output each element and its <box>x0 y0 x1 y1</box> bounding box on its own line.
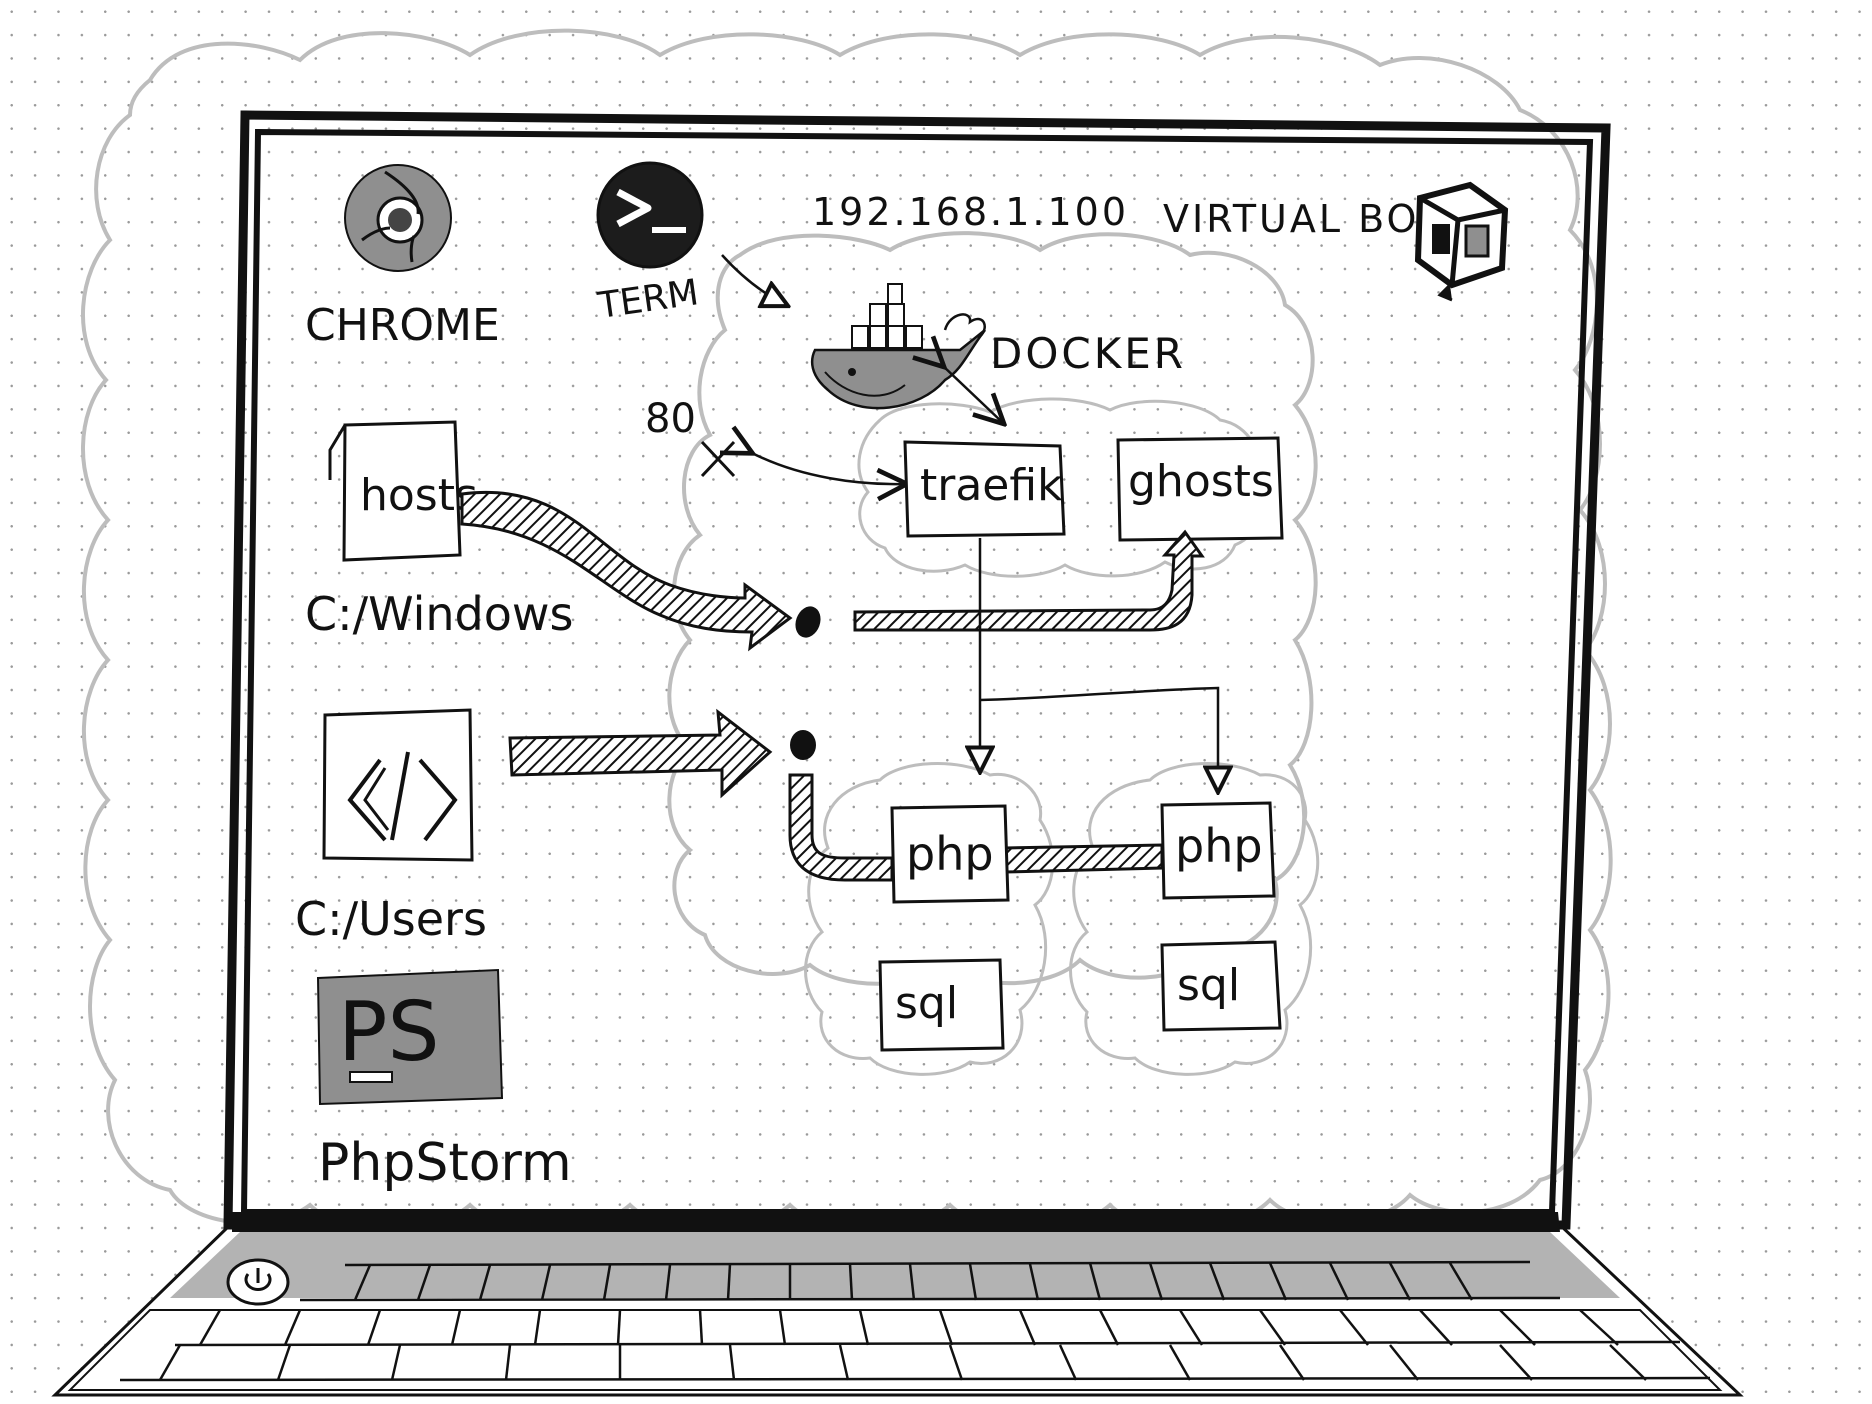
port-cross-icon <box>700 440 736 478</box>
mount-to-ghosts-arrow <box>853 529 1205 632</box>
windows-path-label: C:/Windows <box>305 587 573 641</box>
term-to-docker-arrow <box>721 254 786 305</box>
users-mount-arrow <box>508 708 773 799</box>
php-box-right[interactable]: php <box>1160 801 1276 900</box>
php-php-link <box>1003 843 1164 874</box>
phpstorm-icon[interactable]: PS <box>316 968 504 1106</box>
traefik-box[interactable]: traefik <box>903 440 1066 538</box>
docker-label: DOCKER <box>990 329 1186 378</box>
hosts-file-icon[interactable]: hosts <box>328 420 478 562</box>
docker-whale-icon[interactable] <box>810 283 986 410</box>
terminal-icon[interactable] <box>596 161 704 269</box>
traefik-label: traefik <box>920 460 1063 511</box>
ghosts-label: ghosts <box>1128 456 1274 507</box>
ghosts-box[interactable]: ghosts <box>1116 436 1284 542</box>
users-path-label: C:/Users <box>295 892 487 946</box>
hosts-mount-point <box>795 606 821 638</box>
app-cloud-right <box>1069 762 1320 1076</box>
outer-cloud <box>80 28 1613 1232</box>
ip-label: 192.168.1.100 <box>812 190 1129 234</box>
proxy-cloud <box>857 397 1264 578</box>
power-button-icon[interactable] <box>226 1258 290 1306</box>
mount-to-php-arrow <box>788 773 894 882</box>
hosts-mount-arrow <box>460 490 793 652</box>
term-label: TERM <box>595 272 702 327</box>
sql-right-label: sql <box>1177 960 1240 1011</box>
traefik-routing-lines <box>980 538 1218 790</box>
php-box-left[interactable]: php <box>890 804 1010 904</box>
users-mount-point <box>790 730 816 760</box>
port-traefik-link <box>750 452 904 484</box>
phpstorm-label: PhpStorm <box>318 1133 572 1193</box>
sql-left-label: sql <box>895 978 958 1029</box>
port-label: 80 <box>645 396 696 442</box>
php-left-label: php <box>906 827 994 881</box>
php-right-label: php <box>1175 819 1263 873</box>
laptop-keyboard <box>51 1223 1744 1397</box>
sql-box-left[interactable]: sql <box>878 958 1005 1052</box>
code-symbol: </> <box>0 0 2 1</box>
app-cloud-left <box>804 762 1055 1076</box>
phpstorm-logo-text: PS <box>338 985 440 1080</box>
sql-box-right[interactable]: sql <box>1160 940 1282 1032</box>
hosts-label: hosts <box>360 470 478 521</box>
virtualbox-icon[interactable] <box>1414 181 1509 302</box>
code-folder-icon[interactable]: </> <box>0 0 474 862</box>
chrome-label: CHROME <box>305 300 500 351</box>
docker-traefik-link <box>942 365 1002 422</box>
virtualbox-label: VIRTUAL BOX <box>1163 197 1446 241</box>
laptop-screen-frame <box>223 110 1611 1232</box>
chrome-icon[interactable] <box>344 164 452 272</box>
